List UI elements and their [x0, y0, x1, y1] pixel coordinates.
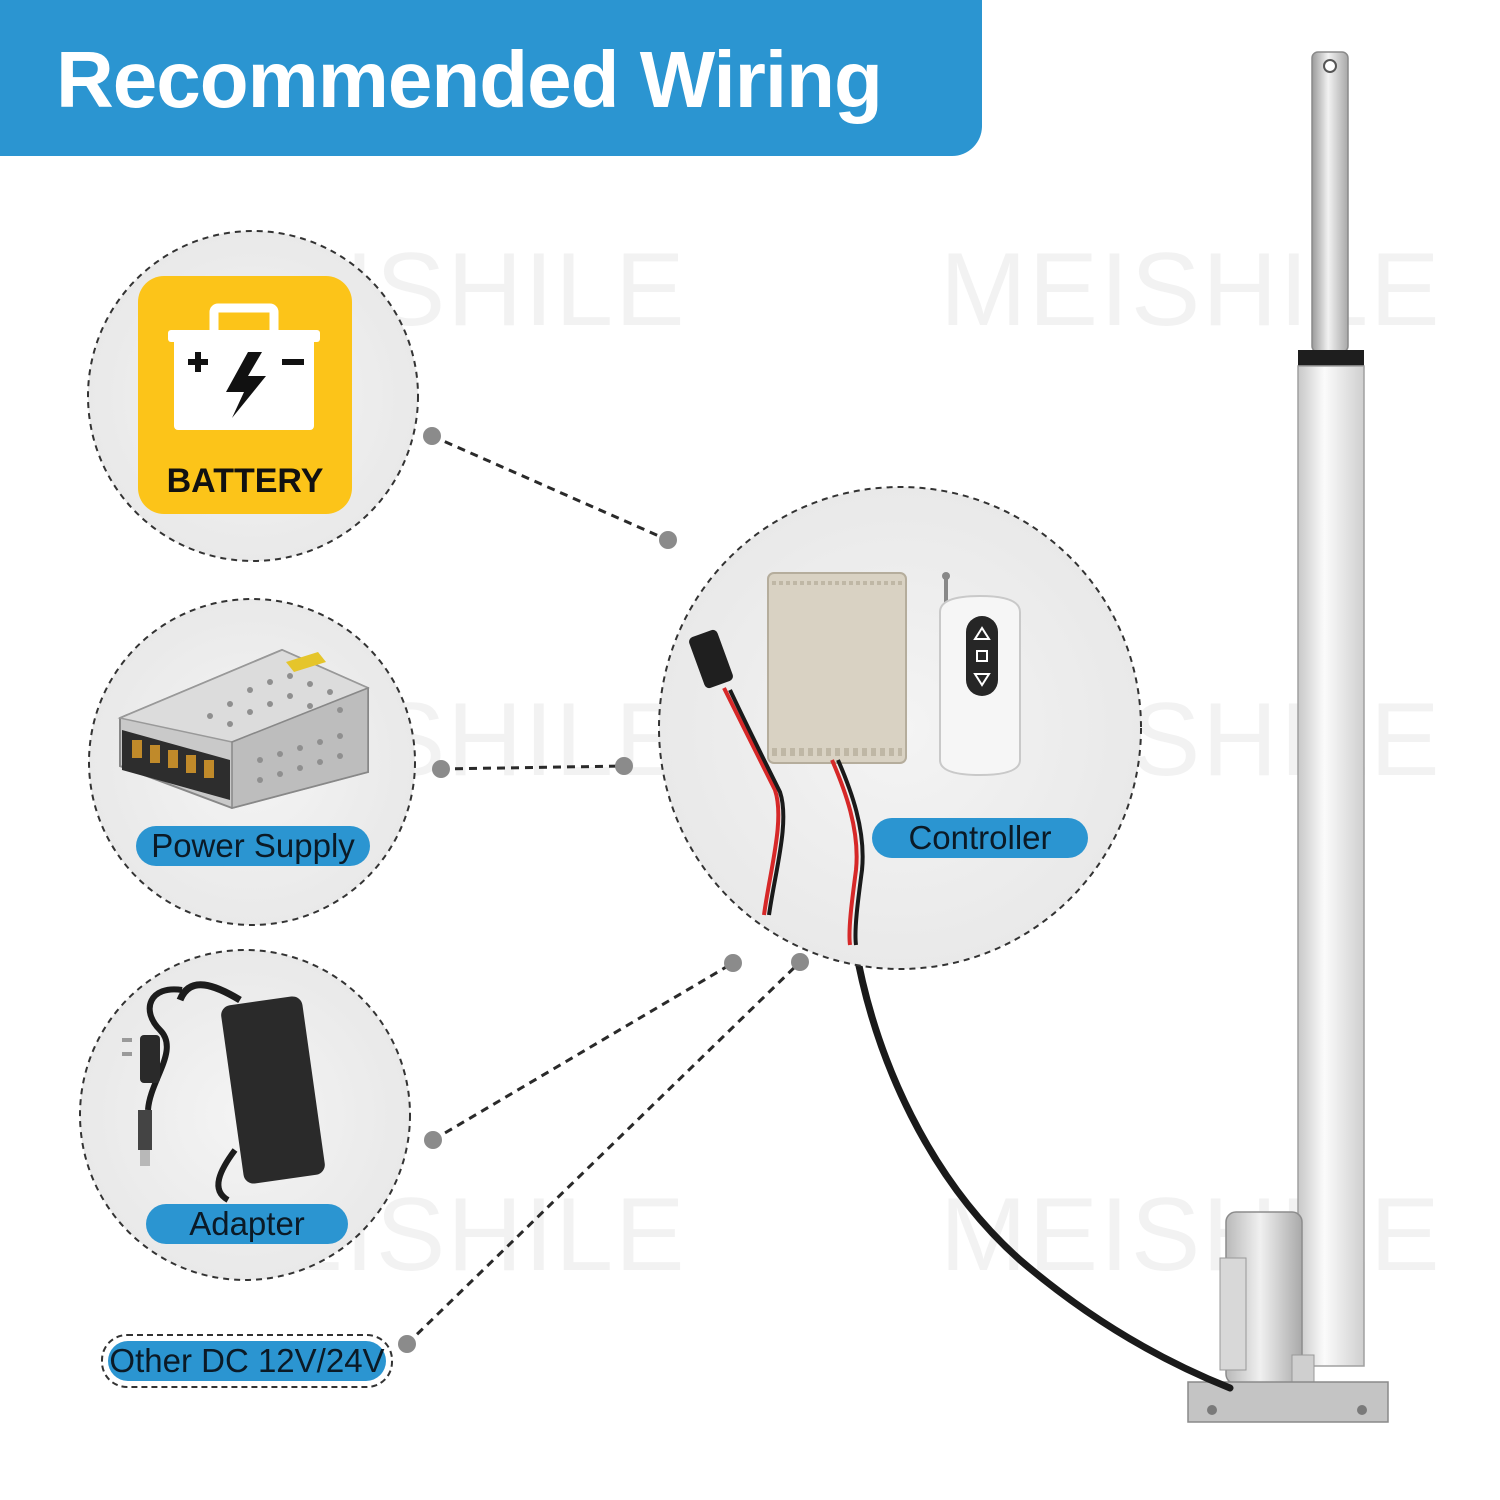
- controller-black-wire: [836, 759, 865, 946]
- actuator-tube: [1297, 365, 1365, 1367]
- connector-dots: [398, 427, 809, 1353]
- battery-connector-line: [431, 434, 669, 542]
- battery-icon: [168, 303, 320, 430]
- page-title: Recommended Wiring: [56, 35, 883, 124]
- other-dc-label: Other DC 12V/24V: [108, 1341, 386, 1381]
- controller-label: Controller: [872, 818, 1088, 858]
- rod-mount-hole: [1323, 59, 1337, 73]
- connector-dot: [432, 760, 450, 778]
- battery-circle: BATTERY: [87, 230, 419, 562]
- controller-receiver-icon: [767, 572, 907, 764]
- adapter-connector-line: [432, 961, 734, 1142]
- other-dc-label-border: [101, 1334, 393, 1388]
- watermark-text: MEISHILE: [940, 1177, 1441, 1293]
- connector-dot: [424, 1131, 442, 1149]
- adapter-circle: [79, 949, 411, 1281]
- connector-dot: [659, 531, 677, 549]
- base-screw: [1357, 1405, 1367, 1415]
- actuator-base-plate: [1187, 1381, 1389, 1423]
- power-supply-label: Power Supply: [136, 826, 370, 866]
- connector-dot: [615, 757, 633, 775]
- adapter-label: Adapter: [146, 1204, 348, 1244]
- power-supply-icon: [117, 648, 370, 810]
- battery-label: BATTERY: [167, 462, 324, 500]
- controller-red-wire: [830, 759, 859, 946]
- adapter-icon: [122, 981, 325, 1203]
- power-supply-circle: [88, 598, 416, 926]
- watermark-text: MEISHILE: [940, 232, 1441, 348]
- connector-dot: [423, 427, 441, 445]
- connector-dot: [398, 1335, 416, 1353]
- plug-body: [140, 1035, 160, 1083]
- power-supply-connector-line: [440, 764, 625, 771]
- dc-female-connector: [689, 629, 786, 916]
- actuator-seal: [1298, 350, 1364, 366]
- other-dc-connector-line: [405, 960, 802, 1346]
- actuator-rod: [1311, 51, 1349, 353]
- remote-control-icon: [939, 572, 1021, 777]
- actuator-cable: [851, 941, 1234, 1392]
- connector-lines: [405, 434, 802, 1346]
- motor-label-plate: [1219, 1257, 1247, 1371]
- connector-dot: [724, 954, 742, 972]
- controller-circle: [658, 486, 1142, 970]
- header-banner: Recommended Wiring: [0, 0, 982, 156]
- connector-dot: [791, 953, 809, 971]
- base-screw: [1207, 1405, 1217, 1415]
- linear-actuator: [1187, 51, 1389, 1423]
